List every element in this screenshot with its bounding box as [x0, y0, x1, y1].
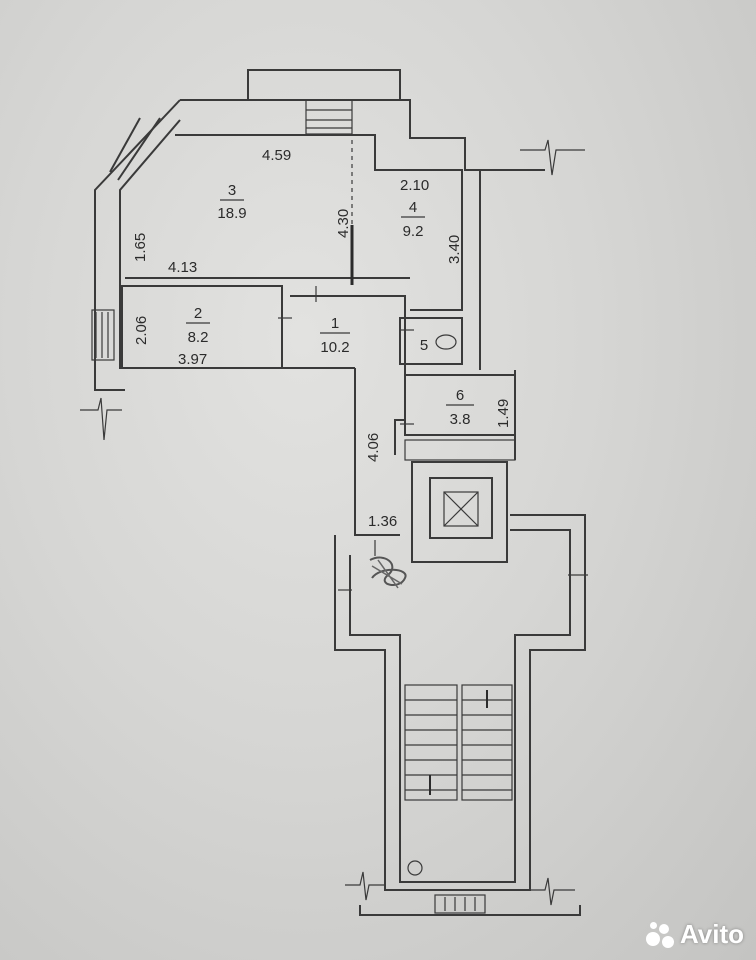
dim-1-36: 1.36: [368, 513, 397, 530]
dim-1-49: 1.49: [495, 399, 512, 428]
room-3-4-wall: [175, 134, 463, 311]
duct: [404, 439, 516, 461]
room-5-walls: [399, 317, 463, 365]
bay-window-2: [117, 117, 161, 181]
room-1-walls: [290, 295, 406, 455]
room-1-number: 1: [331, 315, 339, 332]
toilet-icon: [435, 334, 457, 350]
room-6-number: 6: [456, 387, 464, 404]
room-2-area: 8.2: [188, 329, 209, 346]
room-4-number: 4: [409, 199, 417, 216]
outer-wall-left: [94, 99, 181, 391]
bottom-entrance: [359, 905, 581, 916]
hall-outer-wall: [334, 514, 586, 891]
dim-4-06: 4.06: [365, 433, 382, 462]
room-1-area: 10.2: [320, 339, 349, 356]
room-3-area: 18.9: [217, 205, 246, 222]
dim-4-59: 4.59: [262, 147, 291, 164]
hall-stairs: [404, 684, 513, 801]
break-line-bottom-right: [530, 877, 575, 906]
room-2-number: 2: [194, 305, 202, 322]
avito-logo-icon: [645, 921, 676, 948]
scribble-mark: [369, 556, 407, 589]
break-line-right: [520, 139, 585, 176]
dim-2-06: 2.06: [133, 316, 150, 345]
room-6-area: 3.8: [450, 411, 471, 428]
top-stair: [305, 99, 353, 135]
bay-window: [109, 117, 141, 173]
dim-2-10: 2.10: [400, 177, 429, 194]
hall-inner-wall: [349, 529, 571, 883]
dim-1-65: 1.65: [132, 233, 149, 262]
break-line-left: [80, 397, 122, 441]
avito-watermark: Avito: [645, 919, 744, 950]
break-line-bottom-left: [345, 871, 385, 901]
balcony-door: [91, 309, 115, 361]
outer-wall-top: [180, 99, 545, 171]
dim-3-97: 3.97: [178, 351, 207, 368]
avito-brand-text: Avito: [679, 919, 744, 949]
inner-wall-left: [119, 119, 355, 369]
dim-3-40: 3.40: [446, 235, 463, 264]
drain-icon: [407, 860, 423, 876]
door-marks: [278, 286, 588, 591]
elevator-cross-2: [443, 491, 479, 527]
room-3-number: 3: [228, 182, 236, 199]
shaft-wall: [479, 170, 516, 460]
corridor-wall: [354, 368, 400, 536]
elevator-cab: [429, 477, 493, 539]
top-entrance-block: [247, 69, 401, 101]
dim-4-30: 4.30: [335, 209, 352, 238]
dim-4-13: 4.13: [168, 259, 197, 276]
room-5-number: 5: [420, 337, 428, 354]
room-2-walls: [121, 285, 283, 369]
room-4-area: 9.2: [403, 223, 424, 240]
